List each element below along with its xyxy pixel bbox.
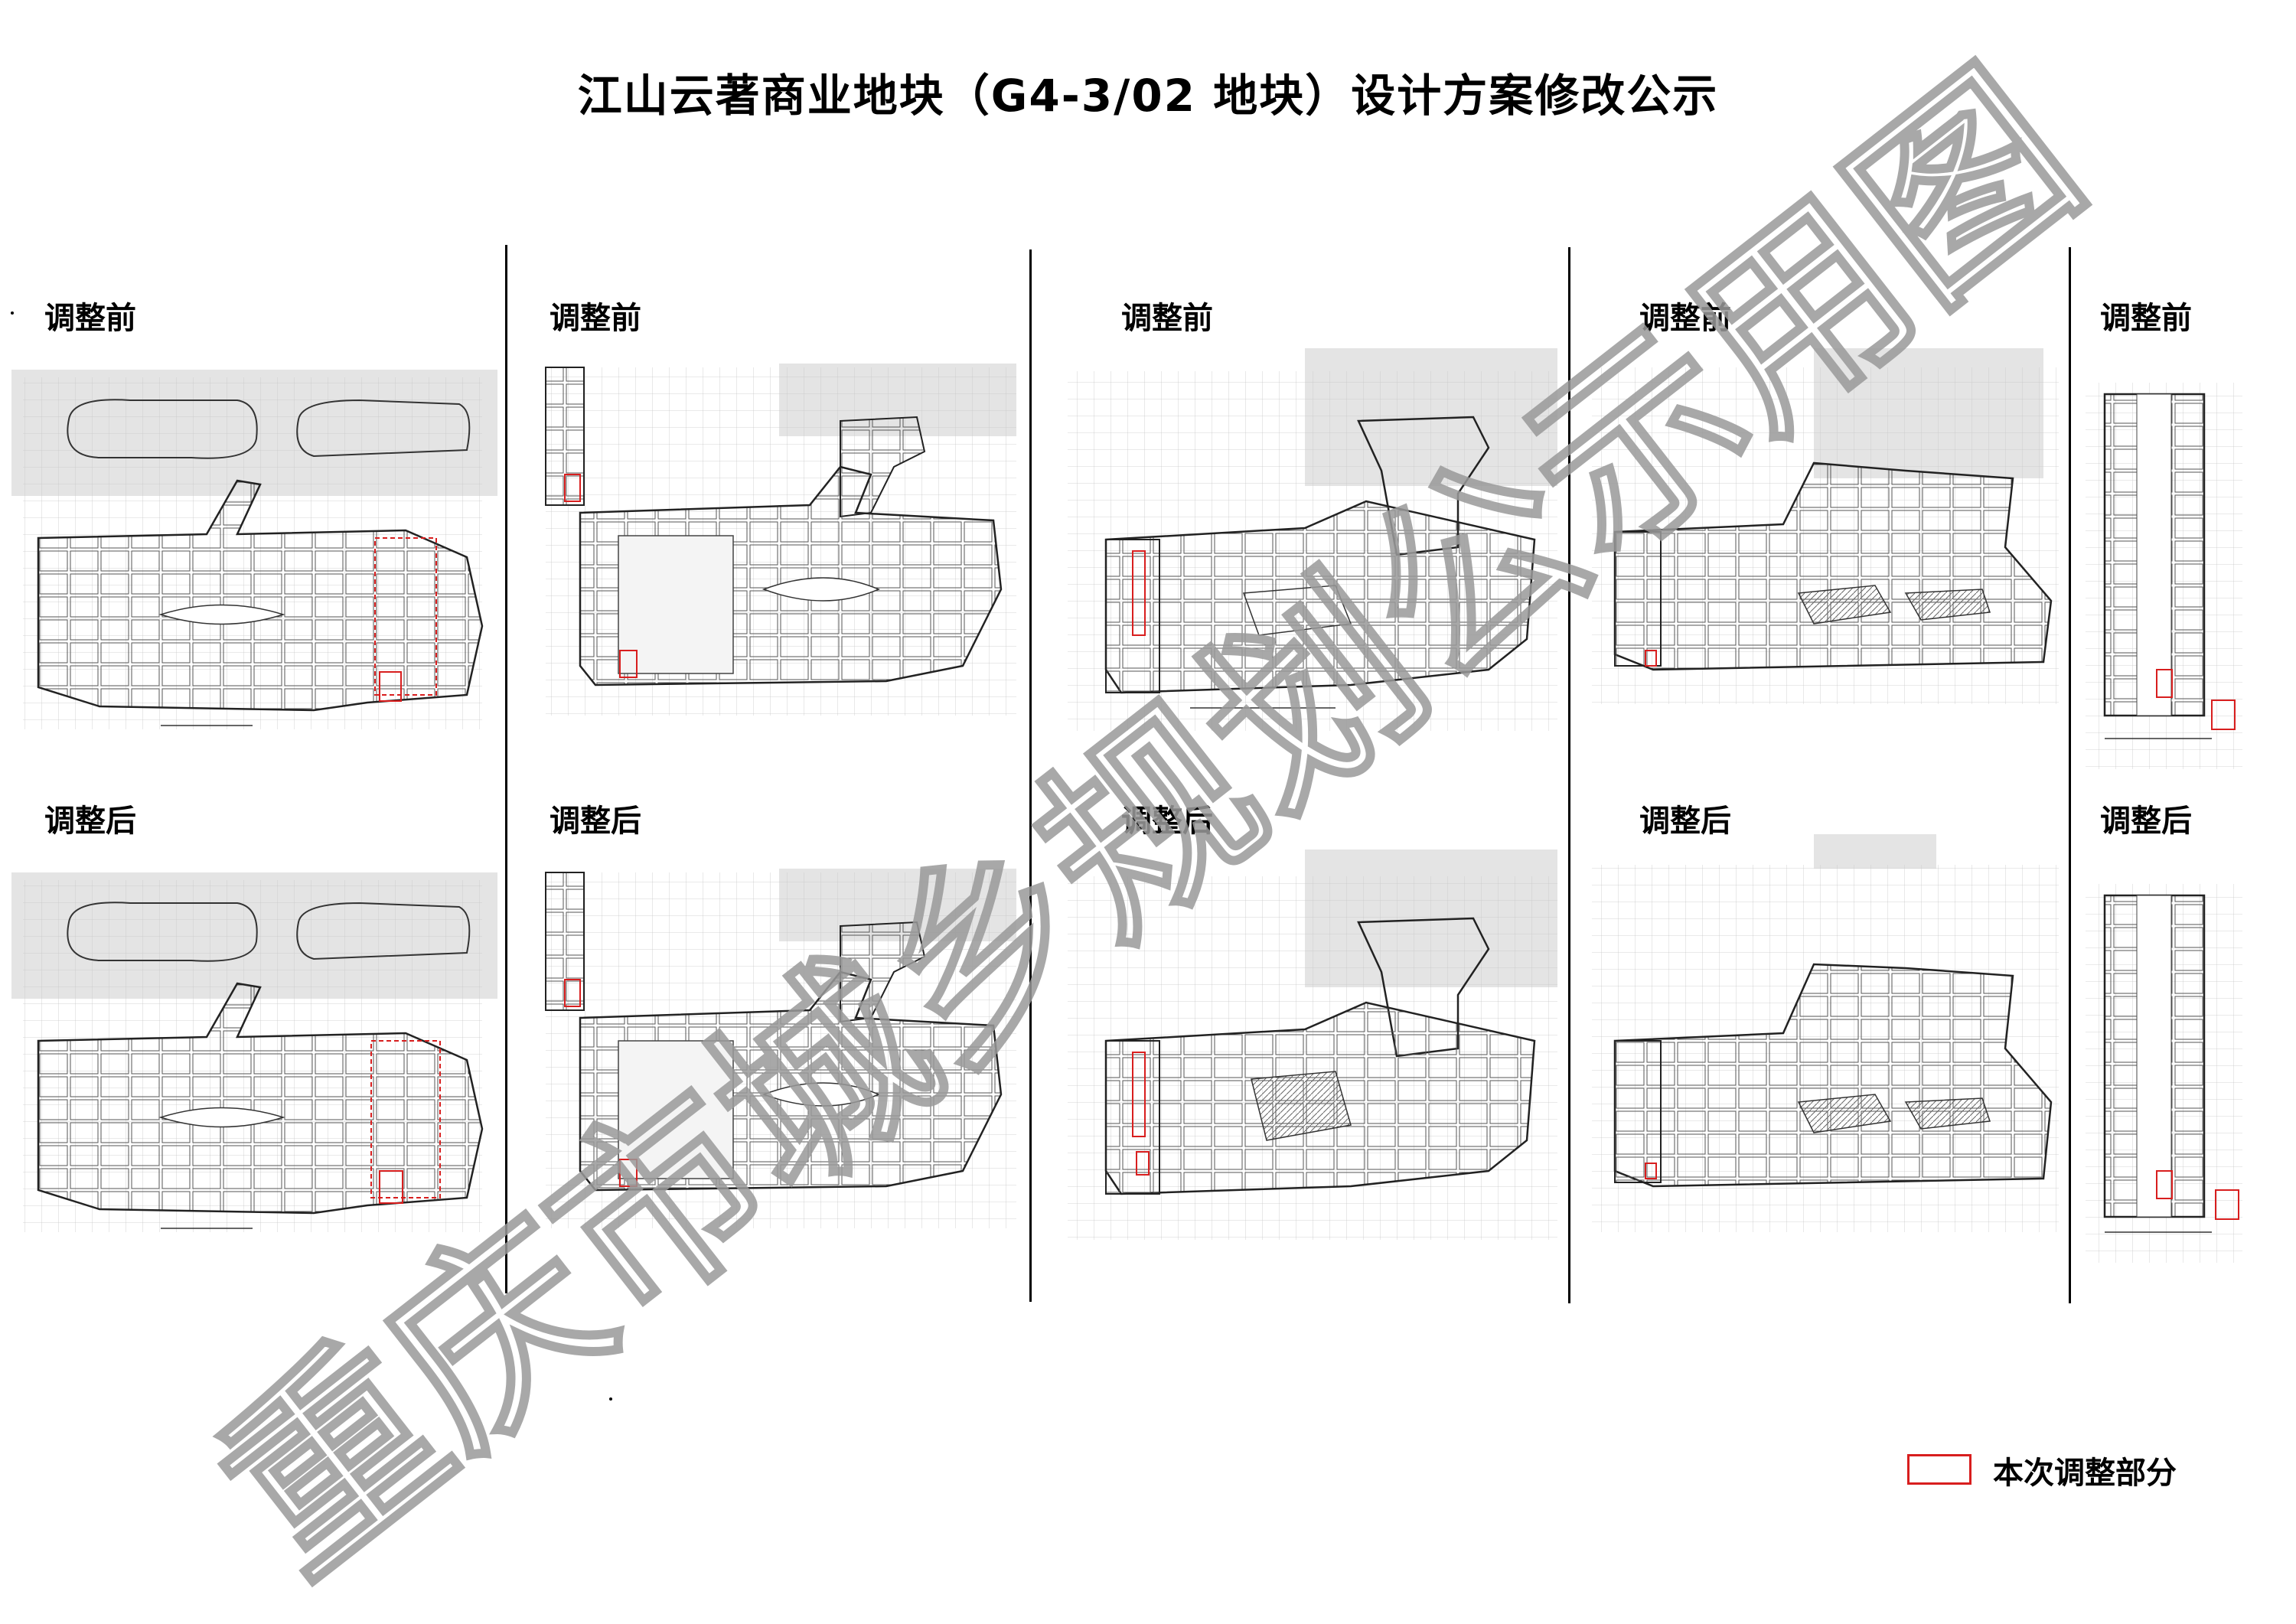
label-after: 调整后 — [44, 804, 136, 839]
floor-plan-after — [1584, 834, 2066, 1244]
label-after: 调整后 — [1121, 804, 1213, 839]
tower-plan-before — [2082, 379, 2246, 773]
label-after: 调整后 — [2100, 804, 2192, 839]
legend-label: 本次调整部分 — [1993, 1456, 2177, 1491]
page-title: 江山云著商业地块（G4-3/02 地块）设计方案修改公示 — [577, 70, 1719, 122]
column-divider — [1568, 247, 1570, 1303]
floor-plan-before — [1584, 348, 2066, 716]
column-divider — [2069, 247, 2071, 1303]
label-after: 调整后 — [1639, 804, 1731, 839]
floor-plan-before — [8, 366, 501, 748]
legend-swatch — [1907, 1454, 1971, 1485]
floor-plan-before — [1060, 348, 1561, 739]
floor-plan-after — [1060, 850, 1561, 1251]
label-after: 调整后 — [550, 804, 641, 839]
floor-plan-after — [8, 869, 501, 1251]
label-before: 调整前 — [550, 301, 641, 336]
stray-mark — [11, 311, 14, 315]
column-divider — [505, 245, 507, 1293]
label-before: 调整前 — [1639, 301, 1731, 336]
column-divider — [1029, 249, 1032, 1302]
tower-plan-after — [2082, 880, 2246, 1267]
label-before: 调整前 — [1121, 301, 1213, 336]
floor-plan-after — [534, 865, 1024, 1240]
label-before: 调整前 — [2100, 301, 2192, 336]
label-before: 调整前 — [44, 301, 136, 336]
stray-mark — [609, 1397, 612, 1401]
floor-plan-before — [534, 360, 1024, 727]
